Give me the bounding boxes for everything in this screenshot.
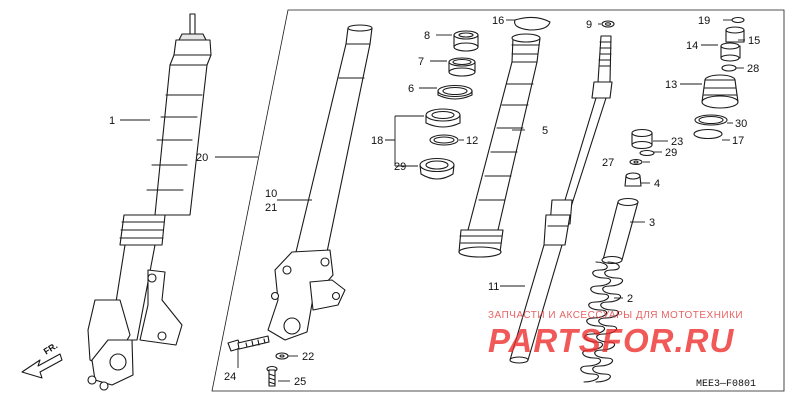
fork-bolt-13 [701, 74, 739, 109]
callout-13: 13 [665, 79, 677, 91]
washer-19 [731, 16, 745, 24]
damper-rod-assembly [509, 35, 613, 364]
diagram-frame [211, 9, 785, 392]
callout-16: 16 [492, 15, 504, 27]
snap-ring-16 [514, 16, 551, 31]
clip-12 [429, 134, 459, 146]
callout-4: 4 [654, 178, 660, 190]
callout-27: 27 [602, 157, 614, 169]
callout-6: 6 [408, 83, 414, 95]
callout-3: 3 [649, 217, 655, 229]
direction-label: FR. [42, 340, 60, 356]
back-up-ring-6 [437, 84, 473, 100]
callout-2: 2 [627, 293, 633, 305]
adjuster-15 [725, 26, 745, 43]
axle-pinch-bolt [227, 335, 270, 352]
callout-24: 24 [224, 371, 236, 383]
callout-11: 11 [488, 281, 499, 293]
nut-4 [624, 172, 642, 187]
callout-30: 30 [735, 118, 747, 130]
callout-25: 25 [294, 376, 306, 388]
callout-23: 23 [671, 136, 683, 148]
o-ring-30 [694, 114, 728, 126]
callout-8: 8 [424, 30, 430, 42]
callout-15: 15 [748, 35, 760, 47]
callout-12: 12 [466, 135, 478, 147]
bushing-7 [448, 57, 476, 77]
o-ring-28 [721, 64, 737, 72]
callout-20: 20 [196, 152, 208, 164]
leader-lines [120, 19, 745, 382]
fork-slider-outer-tube [267, 24, 373, 341]
callout-1: 1 [109, 115, 115, 127]
washer-29-lower [639, 149, 655, 157]
fork-outer-tube-5 [458, 33, 541, 258]
callout-22: 22 [302, 351, 314, 363]
watermark-subtitle: ЗАПЧАСТИ И АКСЕССУАРЫ ДЛЯ МОТОТЕХНИКИ [488, 310, 743, 321]
watermark-logo: PARTSFOR.RU [488, 322, 734, 359]
callout-29: 29 [394, 161, 406, 173]
callout-19: 19 [698, 15, 710, 27]
callout-9: 9 [586, 19, 592, 31]
spacer-3 [601, 197, 639, 265]
washer-22 [275, 352, 289, 360]
front-direction-arrow: FR. [21, 340, 63, 379]
callout-17: 17 [732, 135, 744, 147]
callout-14: 14 [686, 40, 698, 52]
collar-23 [631, 128, 653, 150]
callout-10: 10 [265, 188, 277, 200]
diagram-code: MEE3—F0801 [696, 379, 756, 390]
bolt-14 [720, 42, 741, 62]
dust-seal-29 [419, 157, 455, 180]
o-ring-17 [693, 128, 723, 140]
callout-28: 28 [747, 63, 759, 75]
fork-assembly-complete [87, 13, 212, 391]
bolt-25 [266, 365, 278, 387]
oil-seal-ring-18-upper [425, 108, 461, 128]
callout-18: 18 [371, 135, 383, 147]
washer-27 [629, 158, 643, 166]
oil-seal-8 [453, 30, 479, 52]
callout-29-lower: 29 [665, 147, 677, 159]
callout-labels: 1 20 10 21 11 24 22 25 8 7 6 18 29 12 5 … [109, 15, 760, 388]
callout-5: 5 [542, 125, 548, 137]
o-ring-9 [601, 20, 615, 28]
callout-7: 7 [418, 56, 424, 68]
callout-21: 21 [265, 202, 277, 214]
fork-spring-2 [580, 261, 624, 383]
